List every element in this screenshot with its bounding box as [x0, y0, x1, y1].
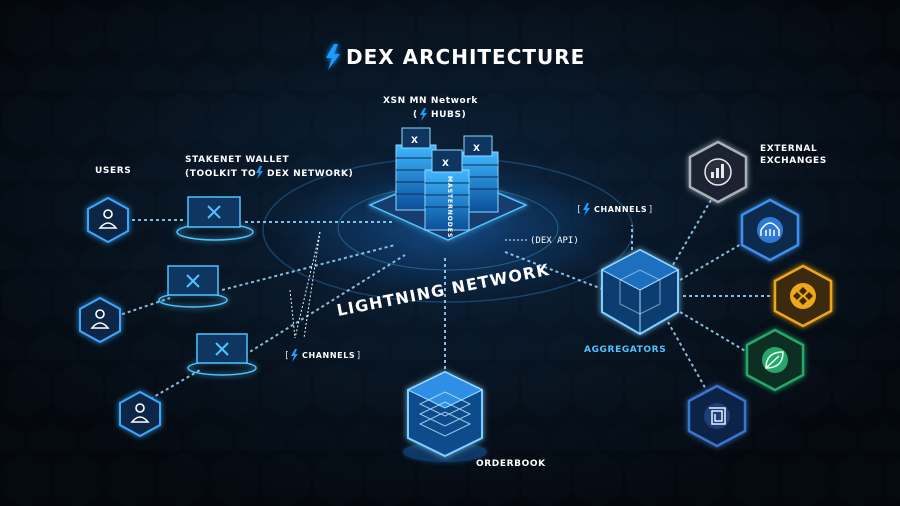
channels-top-label-group: [ CHANNELS ]	[576, 203, 653, 216]
wallet-label-line1: STAKENET WALLET	[185, 155, 289, 165]
server-glyph: X	[442, 159, 450, 169]
user-icon	[130, 403, 150, 423]
user-icon	[90, 309, 110, 329]
channel-line-c	[303, 231, 321, 339]
lightning-bolt-icon	[583, 203, 590, 216]
wallet-label-line2-post: DEX NETWORK)	[267, 169, 353, 179]
lightning-bolt-icon	[326, 44, 340, 70]
aggregators-node	[600, 248, 680, 336]
laptop-icon	[207, 205, 221, 219]
svg-text:]: ]	[648, 205, 653, 215]
channel-lines-left	[289, 231, 528, 339]
dex-api-label: (DEX API)	[530, 236, 579, 246]
laptop-icon	[186, 274, 200, 288]
exchange-node-1	[688, 140, 748, 204]
channel-line-b	[289, 289, 296, 339]
external-exchanges-label-line2: EXCHANGES	[760, 156, 827, 166]
external-exchanges-label-line1: EXTERNAL	[760, 144, 817, 154]
orderbook-label: ORDERBOOK	[476, 459, 546, 469]
exchange-node-4	[745, 328, 805, 392]
orderbook-node	[403, 370, 487, 462]
channels-left-label-group: [ CHANNELS ]	[284, 349, 361, 362]
line-agg-exchange2	[679, 239, 749, 281]
title-group: DEX ARCHITECTURE	[326, 44, 585, 70]
user-node-1	[87, 196, 129, 244]
line-agg-exchange4	[679, 311, 753, 356]
wallet-node-2	[158, 265, 228, 308]
lightning-bolt-icon	[291, 349, 298, 362]
bar-chart-icon	[711, 164, 724, 178]
server-stack-center: X	[424, 149, 470, 231]
exchange-node-3	[773, 264, 833, 328]
kraken-icon	[760, 222, 780, 236]
wallet-node-3	[187, 333, 257, 376]
hub-label-line2: HUBS)	[431, 110, 466, 120]
page-title: DEX ARCHITECTURE	[346, 45, 585, 69]
user-icon	[98, 209, 118, 229]
exchange-node-5	[687, 384, 747, 448]
masternodes-label: MASTERNODES	[446, 176, 453, 238]
square-logo-icon	[709, 407, 726, 425]
users-label: USERS	[95, 166, 131, 176]
svg-text:[: [	[284, 351, 289, 361]
leaf-icon	[765, 351, 784, 369]
line-agg-exchange5	[667, 321, 713, 401]
wallet-label-line2-pre: (TOOLKIT TO	[185, 169, 256, 179]
line-agg-exchange1	[669, 187, 719, 271]
svg-text:(: (	[413, 110, 418, 120]
masternode-hub: X X X MASTERNODES	[368, 127, 528, 241]
channels-left-label: CHANNELS	[302, 351, 355, 360]
aggregators-label: AGGREGATORS	[584, 345, 666, 355]
lightning-bolt-icon	[256, 166, 263, 179]
wallet-node-1	[176, 196, 254, 241]
connection-lines	[104, 187, 772, 406]
svg-text:[: [	[576, 205, 581, 215]
user-node-2	[79, 296, 121, 344]
svg-text:]: ]	[356, 351, 361, 361]
line-wallet3-hub	[239, 254, 406, 359]
laptop-icon	[215, 342, 229, 356]
exchange-node-2	[740, 198, 800, 262]
server-glyph: X	[473, 144, 481, 154]
channels-top-label: CHANNELS	[594, 205, 647, 214]
hub-label-line1: XSN MN Network	[383, 96, 478, 106]
binance-icon	[793, 287, 813, 305]
lightning-bolt-icon	[420, 108, 427, 121]
server-glyph: X	[411, 136, 419, 146]
user-node-3	[119, 390, 161, 438]
